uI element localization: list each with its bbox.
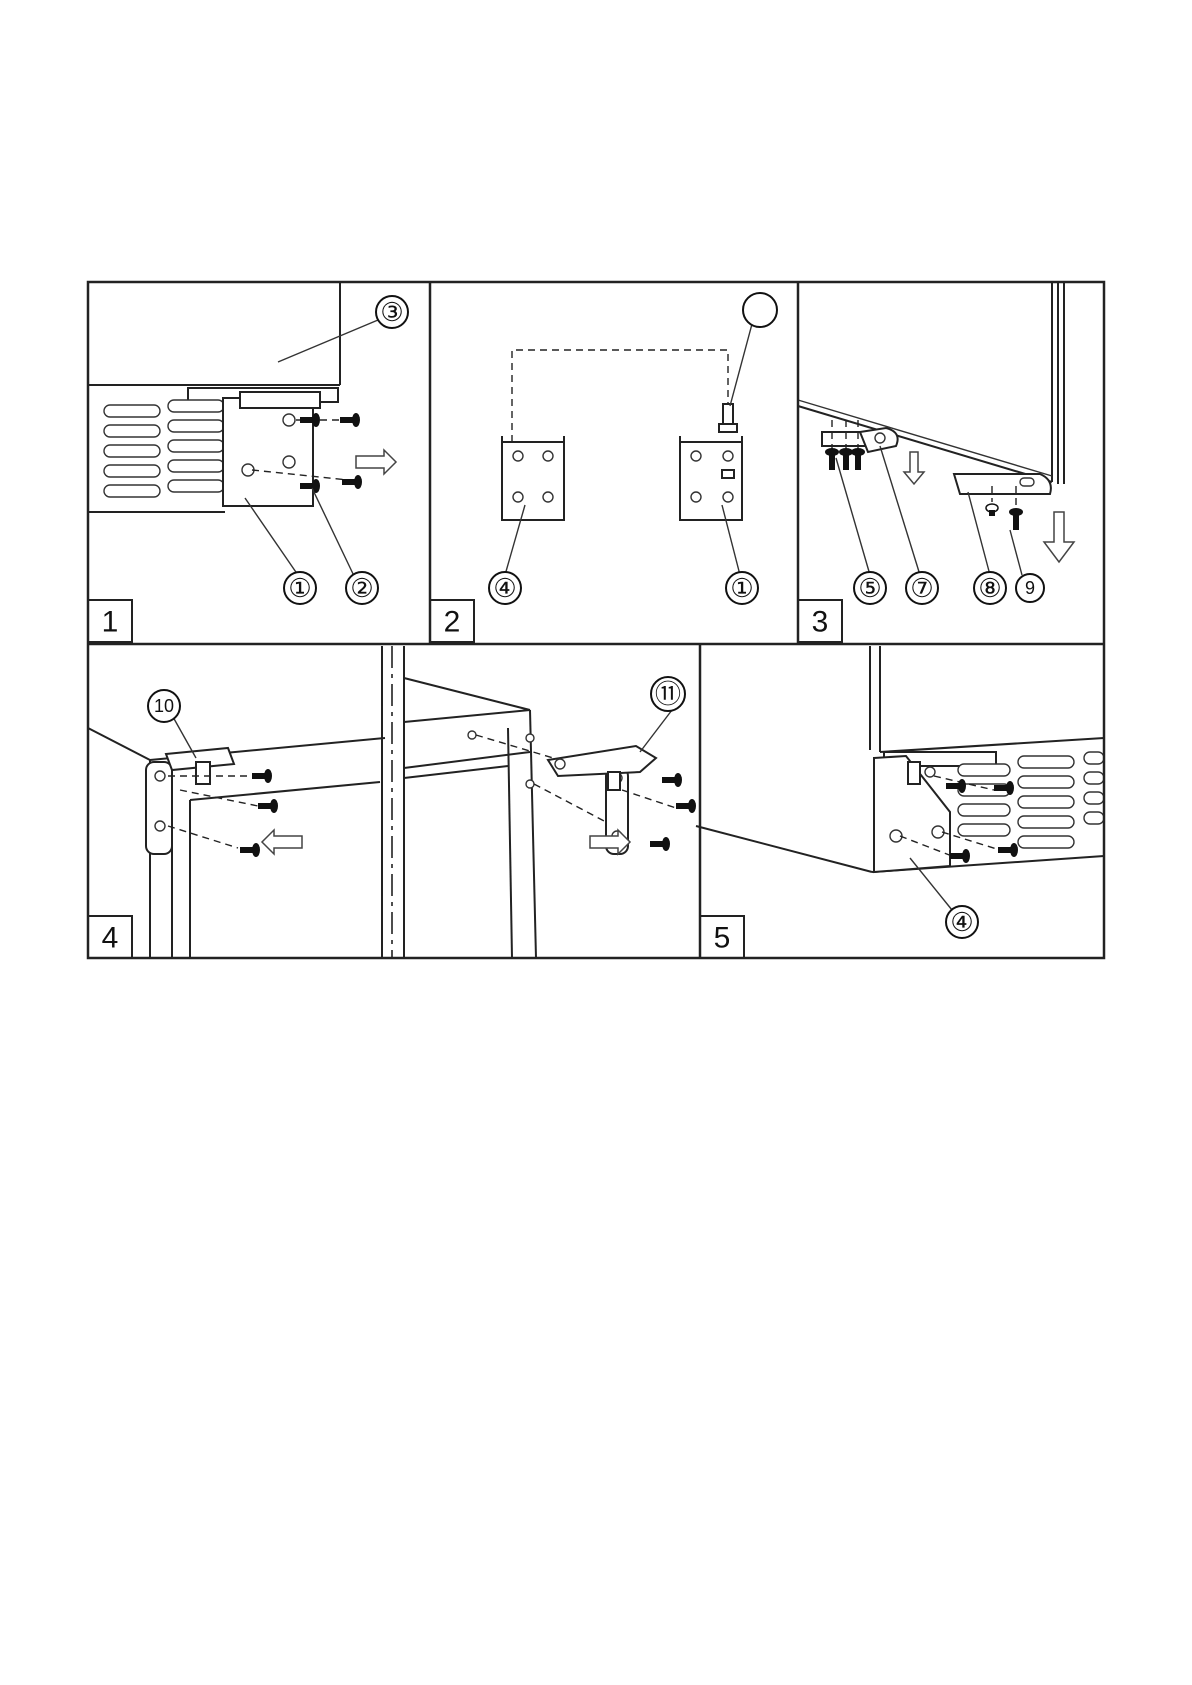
panel-1: ③ ① ② 1 <box>88 282 408 642</box>
bottom-hinge-plate <box>223 398 313 506</box>
screw-icon <box>851 448 865 470</box>
screw-icon <box>676 799 696 813</box>
step-label-4: 4 <box>102 922 119 955</box>
callout-5: ⑤ <box>858 573 881 603</box>
panel-4: 10 ⑪ 4 <box>88 646 696 958</box>
panel-5: ④ 5 <box>696 646 1104 958</box>
callout-7: ⑦ <box>910 573 933 603</box>
hinge-plate-left <box>502 442 564 520</box>
callout-3: ③ <box>380 297 403 327</box>
cabinet-floor-edge <box>696 826 872 872</box>
screw-icon <box>1009 508 1023 530</box>
step-label-3: 3 <box>812 606 829 639</box>
step-label-5: 5 <box>714 922 731 955</box>
callout-2: ② <box>350 573 373 603</box>
screw-icon <box>342 475 362 489</box>
screw-icon <box>839 448 853 470</box>
callout-blank <box>743 293 777 327</box>
arrow-right-icon <box>356 450 396 474</box>
arrow-down-icon <box>904 452 924 484</box>
screw-icon <box>950 849 970 863</box>
callout-4: ④ <box>950 907 973 937</box>
callout-4: ④ <box>493 573 516 603</box>
arrow-left-icon <box>262 830 302 854</box>
screw-icon <box>650 837 670 851</box>
screw-icon <box>240 843 260 857</box>
hinge-bracket <box>240 392 320 408</box>
vent-grille <box>958 752 1104 848</box>
swap-path <box>512 350 728 442</box>
panel-2: ④ ① 2 <box>430 293 777 642</box>
callout-10: 10 <box>154 696 174 716</box>
screw-icon <box>340 413 360 427</box>
callout-11: ⑪ <box>655 679 681 709</box>
callout-1: ① <box>288 573 311 603</box>
callout-9: 9 <box>1025 578 1035 598</box>
screw-icon <box>662 773 682 787</box>
screw-icon <box>252 769 272 783</box>
step-label-1: 1 <box>102 606 119 639</box>
screw-icon <box>946 779 966 793</box>
bottom-hinge-part <box>954 474 1051 494</box>
vent-grille <box>88 400 225 512</box>
screw-icon <box>998 843 1018 857</box>
hinge-pin <box>723 404 733 424</box>
screw-icon <box>258 799 278 813</box>
callout-8: ⑧ <box>978 573 1001 603</box>
hinge-bracket-small <box>822 432 866 446</box>
panel-3: ⑤ ⑦ ⑧ 9 3 <box>798 282 1074 642</box>
door-top-edge-left <box>88 728 150 760</box>
callout-1: ① <box>730 573 753 603</box>
arrow-down-icon <box>1044 512 1074 562</box>
step-label-2: 2 <box>444 606 461 639</box>
